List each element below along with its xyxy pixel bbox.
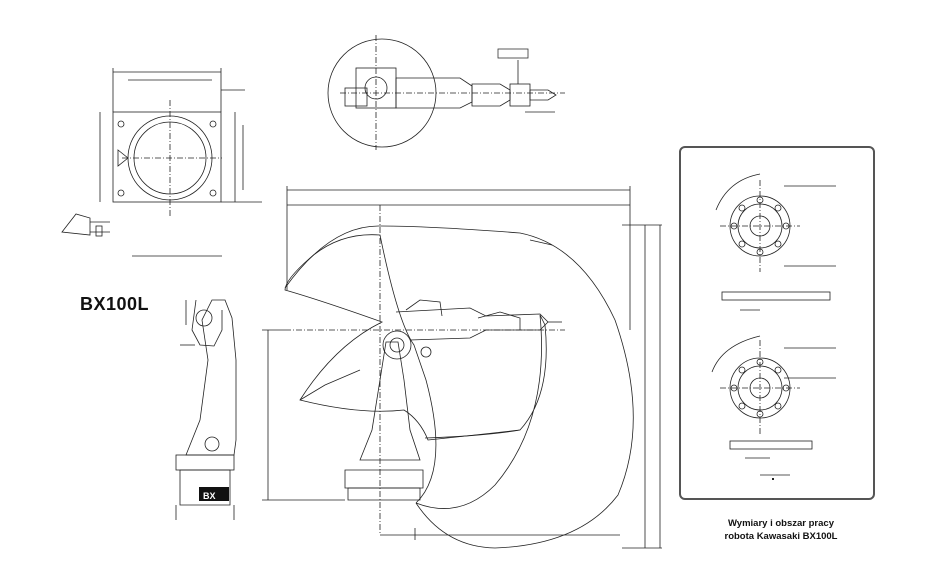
drawing-caption: Wymiary i obszar pracy robota Kawasaki B… [706,517,856,543]
caption-line-1: Wymiary i obszar pracy [728,518,834,529]
wrist-detail-view [327,35,565,150]
caption-line-2: robota Kawasaki BX100L [724,531,838,542]
robot-arm-center [344,299,562,501]
robot-side-view [175,299,237,520]
base-section-detail [61,213,222,257]
base-top-view [99,68,262,216]
flange-details-frame [679,146,875,500]
model-label: BX100L [80,294,150,314]
base-label: BX [203,491,216,501]
envelope-dimensions [262,186,662,549]
work-envelope [284,205,634,549]
